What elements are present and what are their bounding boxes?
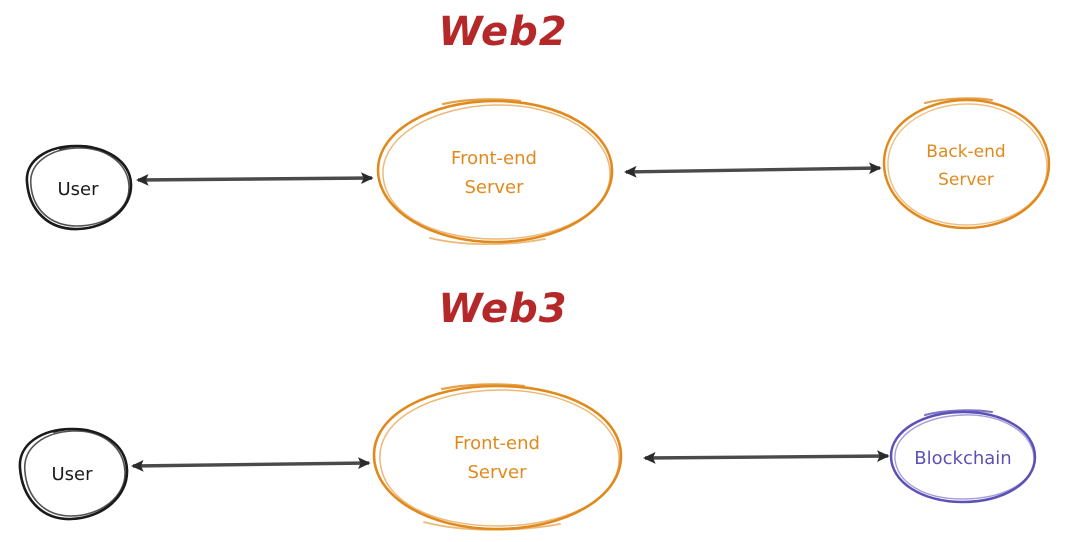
web2-frontend-ellipse-outer: [376, 99, 614, 244]
web2-frontend-sketch-overshoot: [441, 98, 522, 106]
web2-backend-label-line1: Back-end: [926, 142, 1005, 162]
web2-frontend-label-line2: Server: [464, 177, 524, 198]
web2-backend-label-line2: Server: [938, 170, 994, 190]
section-title-web3: Web3: [438, 286, 567, 332]
web3-blockchain-sketch-overshoot: [923, 409, 994, 417]
web2-frontend-sketch-bottom: [429, 237, 546, 246]
web2-frontend-backend-arrow: [624, 162, 882, 178]
web2-backend-ellipse-inner: [887, 103, 1048, 226]
node-web3-user[interactable]: User: [18, 427, 129, 521]
web3-user-ellipse-outer: [18, 427, 129, 521]
web2-user-label: User: [57, 179, 99, 200]
connector-web2-user-frontend[interactable]: [136, 172, 374, 186]
web2-user-frontend-arrow: [136, 172, 374, 186]
section-web3: Web3 User Front-end Server: [18, 286, 1037, 531]
web3-user-frontend-arrow: [131, 457, 371, 472]
web2-user-sketch-overshoot: [59, 144, 93, 150]
node-web3-blockchain[interactable]: Blockchain: [889, 409, 1037, 504]
web3-frontend-sketch-overshoot: [440, 383, 526, 391]
web3-user-sketch-overshoot: [53, 427, 89, 433]
connector-web3-user-frontend[interactable]: [131, 457, 371, 472]
web3-frontend-label-line2: Server: [467, 462, 527, 483]
web3-user-label: User: [51, 464, 93, 485]
connector-web3-frontend-blockchain[interactable]: [643, 450, 890, 464]
web2-backend-ellipse-outer: [882, 98, 1051, 230]
web2-user-ellipse-inner: [30, 147, 130, 227]
web3-blockchain-ellipse-outer: [889, 410, 1037, 504]
web3-frontend-blockchain-arrow: [643, 450, 890, 464]
web3-frontend-ellipse-outer: [372, 384, 623, 531]
node-web2-frontend-server[interactable]: Front-end Server: [376, 98, 614, 246]
web2-frontend-label-line1: Front-end: [451, 148, 537, 169]
section-title-web2: Web2: [438, 9, 567, 55]
node-web2-user[interactable]: User: [25, 144, 133, 231]
web2-backend-sketch-overshoot: [923, 97, 994, 105]
web2-frontend-ellipse-inner: [382, 104, 611, 240]
web3-blockchain-label: Blockchain: [914, 448, 1011, 469]
web3-blockchain-ellipse-inner: [894, 414, 1035, 500]
node-web3-frontend-server[interactable]: Front-end Server: [372, 383, 623, 531]
node-web2-backend-server[interactable]: Back-end Server: [882, 97, 1051, 230]
web3-user-ellipse-inner: [24, 430, 126, 517]
web3-frontend-sketch-bottom: [423, 521, 561, 531]
web3-frontend-ellipse-inner: [379, 389, 620, 527]
web3-frontend-label-line1: Front-end: [454, 433, 540, 454]
web2-user-ellipse-outer: [25, 144, 133, 231]
connector-web2-frontend-backend[interactable]: [624, 162, 882, 178]
section-web2: Web2 User Front-end Server: [25, 9, 1051, 246]
